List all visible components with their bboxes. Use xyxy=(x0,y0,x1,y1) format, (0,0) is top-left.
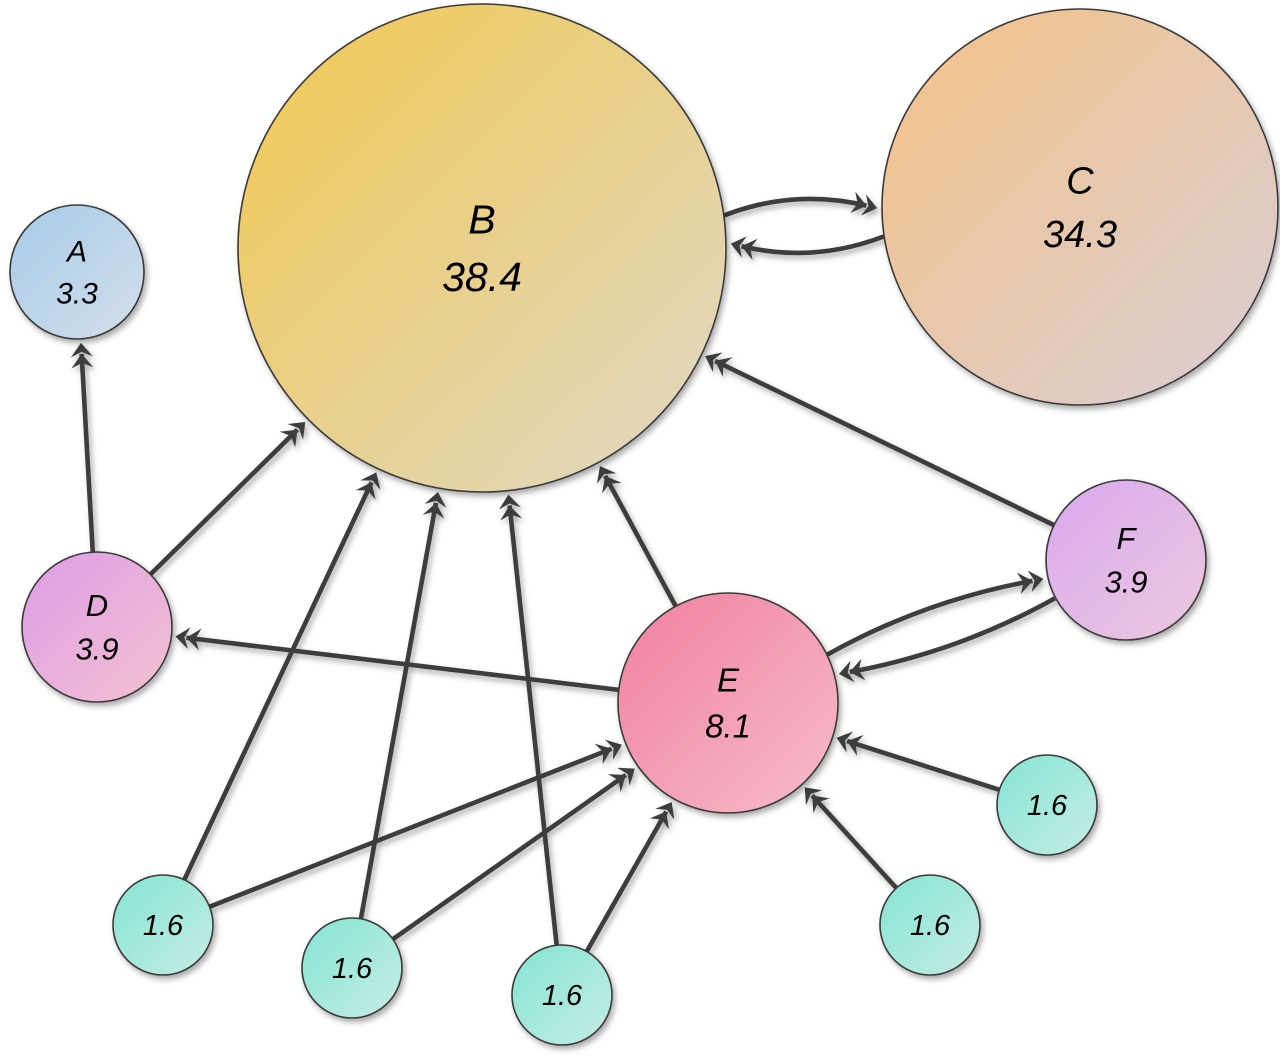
node-G4-circle xyxy=(879,874,981,976)
node-G5-value: 1.6 xyxy=(1027,790,1068,822)
node-F-value: 3.9 xyxy=(1104,565,1147,600)
node-E-label: E xyxy=(717,661,740,698)
edge-F-B-arrow xyxy=(705,352,1056,528)
edge-G4-E-arrow xyxy=(804,787,899,890)
node-A-label: A xyxy=(65,236,87,269)
node-G3-circle xyxy=(511,944,613,1046)
node-F-circle xyxy=(1045,479,1207,641)
node-D-label: D xyxy=(86,588,108,623)
edge-D-B-arrow xyxy=(148,421,306,577)
edge-G5-E-arrow xyxy=(836,731,1001,792)
edge-E-F-arrow xyxy=(826,570,1044,657)
node-G1-circle xyxy=(112,874,214,976)
node-E-circle xyxy=(617,592,839,814)
node-A-circle xyxy=(9,204,145,340)
node-E-value: 8.1 xyxy=(705,708,751,745)
node-F-label: F xyxy=(1117,521,1138,556)
edge-D-A-arrow xyxy=(70,342,96,553)
edge-B-C-arrow xyxy=(723,191,878,218)
node-G5-circle xyxy=(996,754,1098,856)
node-B-circle xyxy=(237,3,727,493)
edge-G1-B-arrow xyxy=(182,472,381,881)
edge-E-B-arrow xyxy=(596,466,678,608)
edge-C-B-arrow xyxy=(730,234,885,261)
edge-G2-E-arrow xyxy=(391,767,635,942)
edge-E-D-arrow xyxy=(175,627,620,693)
node-D-circle xyxy=(21,551,173,703)
node-G3-value: 1.6 xyxy=(542,980,583,1012)
edge-G3-E-arrow xyxy=(584,802,675,953)
edge-G1-E-arrow xyxy=(208,739,622,909)
node-C-value: 34.3 xyxy=(1043,214,1117,256)
node-C-label: C xyxy=(1066,161,1094,203)
node-B-value: 38.4 xyxy=(442,254,522,300)
edge-F-E-arrow xyxy=(838,596,1056,683)
node-A-value: 3.3 xyxy=(56,278,98,311)
edge-G3-B-arrow xyxy=(498,494,559,946)
node-G4-value: 1.6 xyxy=(910,910,951,942)
node-D-value: 3.9 xyxy=(75,632,118,667)
node-G2-value: 1.6 xyxy=(332,953,373,985)
node-G1-value: 1.6 xyxy=(143,910,184,942)
node-G2-circle xyxy=(301,917,403,1019)
node-B-label: B xyxy=(468,197,495,243)
edge-G2-B-arrow xyxy=(358,492,447,920)
node-C-circle xyxy=(881,8,1279,406)
